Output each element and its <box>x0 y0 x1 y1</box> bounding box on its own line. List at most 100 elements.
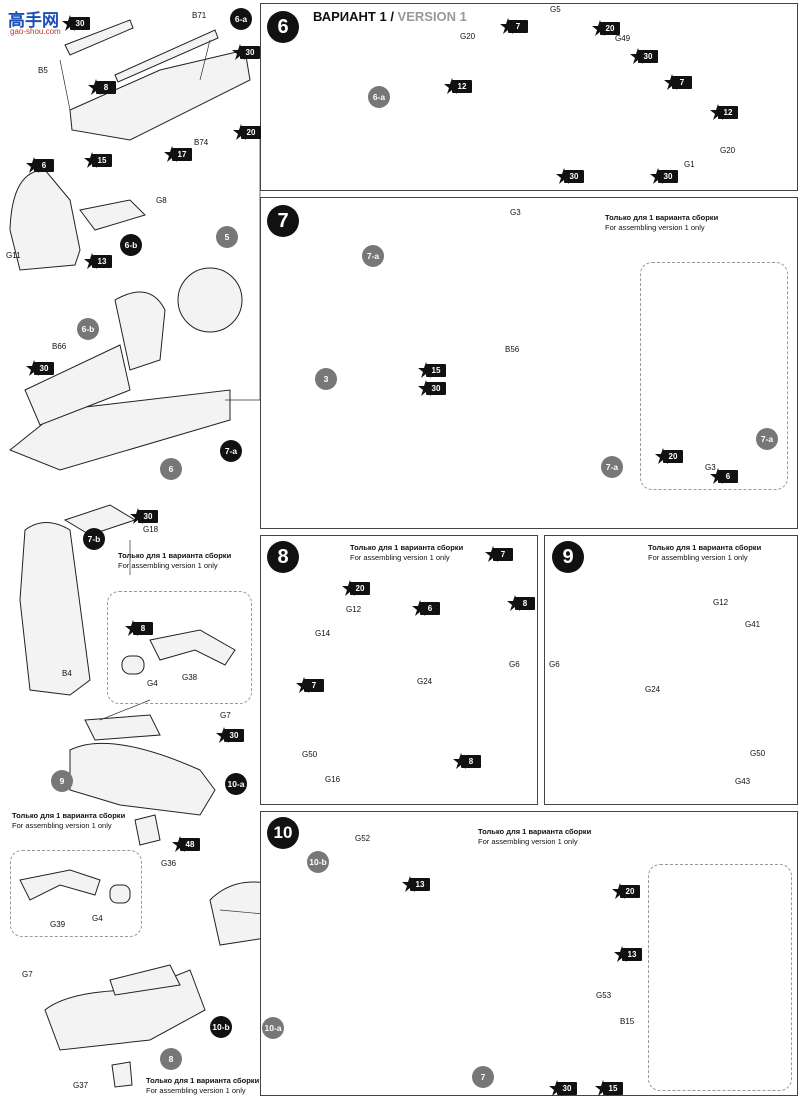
watermark-url: gao-shou.com <box>10 27 61 36</box>
part-label: G18 <box>143 525 159 534</box>
assembly-ref-circle: 5 <box>216 226 238 248</box>
paint-ref-star-badge: 15 <box>595 1080 623 1096</box>
part-label: G38 <box>182 673 198 682</box>
part-label: G8 <box>156 196 167 205</box>
step-number-8: 8 <box>267 541 299 573</box>
part-label: G53 <box>596 991 612 1000</box>
part-label: B66 <box>52 342 67 351</box>
assembly-ref-circle: 6-b <box>77 318 99 340</box>
part-label: G37 <box>73 1081 89 1090</box>
paint-ref-star-badge: 7 <box>296 677 324 693</box>
assembly-ref-circle: 10-a <box>262 1017 284 1039</box>
step-number-7: 7 <box>267 205 299 237</box>
paint-ref-star-badge: 13 <box>402 876 430 892</box>
paint-ref-star-badge: 17 <box>164 146 192 162</box>
part-label: G5 <box>550 5 561 14</box>
part-label: G52 <box>355 834 371 843</box>
part-label: G3 <box>510 208 521 217</box>
paint-ref-star-badge: 15 <box>84 152 112 168</box>
variant-heading-ru: ВАРИАНТ 1 / <box>313 9 394 24</box>
paint-ref-star-badge: 13 <box>84 253 112 269</box>
paint-ref-star-badge: 7 <box>485 546 513 562</box>
assembly-ref-circle: 7-a <box>756 428 778 450</box>
step-8-panel <box>260 535 538 805</box>
detail-callout-g39-g4 <box>10 850 142 937</box>
paint-ref-star-badge: 30 <box>26 360 54 376</box>
part-label: G1 <box>684 160 695 169</box>
assembly-ref-circle: 8 <box>160 1048 182 1070</box>
part-label: G11 <box>6 251 21 260</box>
assembly-ref-circle: 6 <box>160 458 182 480</box>
assembly-ref-circle: 6-a <box>230 8 252 30</box>
assembly-ref-circle: 9 <box>51 770 73 792</box>
part-label: B15 <box>620 1017 635 1026</box>
paint-ref-star-badge: 30 <box>549 1080 577 1096</box>
part-label: G49 <box>615 34 631 43</box>
paint-ref-star-badge: 30 <box>216 727 244 743</box>
part-label: G20 <box>460 32 476 41</box>
step-10-panel <box>260 811 798 1096</box>
paint-ref-star-badge: 13 <box>614 946 642 962</box>
detail-callout-g4-g38 <box>107 591 252 704</box>
part-label: G50 <box>302 750 318 759</box>
paint-ref-star-badge: 12 <box>444 78 472 94</box>
part-label: B74 <box>194 138 209 147</box>
part-label: G12 <box>713 598 729 607</box>
step-7-panel <box>260 197 798 529</box>
part-label: G3 <box>705 463 716 472</box>
assembly-ref-circle: 7-a <box>362 245 384 267</box>
detail-callout-step-10 <box>648 864 792 1091</box>
part-label: G36 <box>161 859 177 868</box>
part-label: G16 <box>325 775 341 784</box>
paint-ref-star-badge: 20 <box>342 580 370 596</box>
paint-ref-star-badge: 7 <box>664 74 692 90</box>
part-label: B71 <box>192 11 207 20</box>
watermark-title: 高手网 <box>8 11 59 30</box>
paint-ref-star-badge: 8 <box>125 620 153 636</box>
paint-ref-star-badge: 30 <box>418 380 446 396</box>
step-9-panel <box>544 535 798 805</box>
paint-ref-star-badge: 15 <box>418 362 446 378</box>
assembly-ref-circle: 6-a <box>368 86 390 108</box>
paint-ref-star-badge: 30 <box>630 48 658 64</box>
part-label: G12 <box>346 605 362 614</box>
part-label: G6 <box>509 660 520 669</box>
variant-heading-en: VERSION 1 <box>393 9 467 24</box>
assembly-ref-circle: 7-a <box>601 456 623 478</box>
paint-ref-star-badge: 6 <box>710 468 738 484</box>
part-label: G41 <box>745 620 761 629</box>
paint-ref-star-badge: 30 <box>130 508 158 524</box>
paint-ref-star-badge: 8 <box>453 753 481 769</box>
paint-ref-star-badge: 20 <box>612 883 640 899</box>
assembly-ref-circle: 6-b <box>120 234 142 256</box>
part-label: G50 <box>750 749 766 758</box>
watermark-logo: 高手网 gao-shou.com <box>4 4 74 38</box>
part-label: G43 <box>735 777 751 786</box>
paint-ref-star-badge: 20 <box>655 448 683 464</box>
paint-ref-star-badge: 6 <box>26 157 54 173</box>
part-label: G4 <box>92 914 103 923</box>
assembly-ref-circle: 3 <box>315 368 337 390</box>
part-label: G6 <box>549 660 560 669</box>
part-label: G14 <box>315 629 331 638</box>
paint-ref-star-badge: 30 <box>62 15 90 31</box>
part-label: G7 <box>220 711 231 720</box>
part-label: B4 <box>62 669 72 678</box>
paint-ref-star-badge: 8 <box>507 595 535 611</box>
assembly-ref-circle: 7-b <box>83 528 105 550</box>
assembly-ref-circle: 10-b <box>307 851 329 873</box>
paint-ref-star-badge: 7 <box>500 18 528 34</box>
part-label: G4 <box>147 679 158 688</box>
paint-ref-star-badge: 30 <box>232 44 260 60</box>
assembly-ref-circle: 10-b <box>210 1016 232 1038</box>
paint-ref-star-badge: 30 <box>556 168 584 184</box>
step-6-panel <box>260 3 798 191</box>
paint-ref-star-badge: 20 <box>233 124 261 140</box>
paint-ref-star-badge: 12 <box>710 104 738 120</box>
